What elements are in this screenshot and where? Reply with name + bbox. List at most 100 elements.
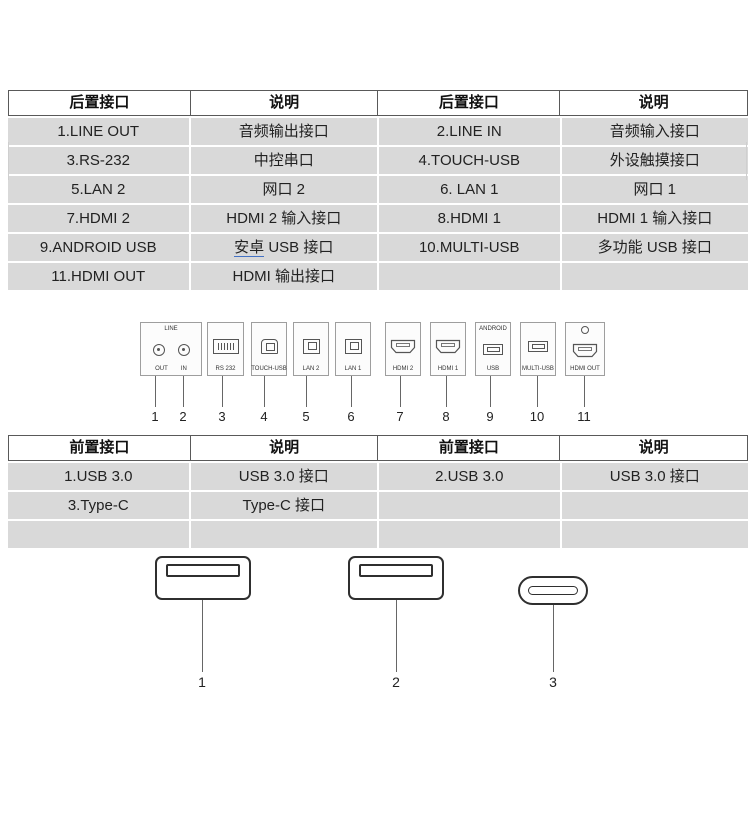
callout-number: 10 [529,409,545,424]
page-edge-line-right [746,142,747,180]
table-cell: 中控串口 [190,147,377,174]
table-cell: 10.MULTI-USB [379,234,560,261]
callout-stem [400,376,401,407]
jack-out-label: OUT [155,366,168,372]
callout-stem [155,376,156,407]
front-table-body: 1.USB 3.0 USB 3.0 接口 2.USB 3.0 USB 3.0 接… [8,463,748,548]
hdmi-icon [435,339,461,353]
callout-number: 7 [396,409,404,424]
port-android-usb: ANDROID USB [475,322,511,376]
table-cell: 3.RS-232 [8,147,189,174]
header-cell: 前置接口 [9,436,190,460]
hdmi-icon [572,343,598,358]
table-cell: 1.LINE OUT [8,118,189,145]
port-hdmi1: HDMI 1 [430,322,466,376]
table-cell [561,263,748,290]
front-ports-table: 前置接口 说明 前置接口 说明 1.USB 3.0 USB 3.0 接口 2.U… [8,435,748,548]
callout-number: 3 [549,674,557,690]
table-cell: 音频输入接口 [561,118,748,145]
android-label: ANDROID [479,326,507,332]
callout-stem [553,605,554,672]
rj45-icon [344,338,362,354]
usb-a-connector-icon [348,556,444,600]
usb-c-connector-icon [518,576,588,605]
callout-stem [351,376,352,407]
front-table-header: 前置接口 说明 前置接口 说明 [8,435,748,461]
callout-stem [446,376,447,407]
table-cell: 多功能 USB 接口 [561,234,748,261]
callout-number: 11 [577,409,591,424]
table-cell: 6. LAN 1 [379,176,560,203]
port-rs232: RS 232 [207,322,244,376]
port-hdmi2: HDMI 2 [385,322,421,376]
table-cell: 2.LINE IN [379,118,560,145]
callout-number: 5 [302,409,310,424]
screw-hole-icon [581,326,589,334]
callout-stem [183,376,184,407]
port-label: MULTI-USB [522,366,554,372]
table-cell [379,521,560,548]
table-cell: HDMI 输出接口 [190,263,377,290]
table-cell [379,263,560,290]
usb-a-icon [483,344,503,355]
table-cell: 网口 2 [190,176,377,203]
manual-page: { "rear_table": { "headers": ["后置接口", "说… [0,90,750,840]
port-label: USB [486,366,500,372]
android-link[interactable]: 安卓 [234,239,265,257]
callout-stem [396,600,397,672]
callout-number: 6 [347,409,355,424]
callout-stem [306,376,307,407]
usb-a-tongue [166,564,240,577]
rear-table-header: 后置接口 说明 后置接口 说明 [8,90,748,116]
table-cell: USB 3.0 接口 [190,463,377,490]
rear-ports-diagram: LINE OUT IN RS 232 TOUCH-USB LAN 2 LAN 1… [0,290,750,435]
table-cell: HDMI 1 输入接口 [561,205,748,232]
audio-jack-in-icon [177,343,190,356]
port-label: LAN 1 [344,366,362,372]
table-cell: 音频输出接口 [190,118,377,145]
table-cell [379,492,560,519]
header-cell: 前置接口 [378,436,560,460]
port-multi-usb: MULTI-USB [520,322,556,376]
port-lan1: LAN 1 [335,322,371,376]
port-hdmi-out: HDMI OUT [565,322,605,376]
usb-a-tongue [359,564,433,577]
usb-c-tongue [528,586,578,595]
table-cell: 网口 1 [561,176,748,203]
port-line-in-out: LINE OUT IN [140,322,202,376]
rear-table-body: 1.LINE OUT 音频输出接口 2.LINE IN 音频输入接口 3.RS-… [8,118,748,290]
rj45-icon [302,338,320,354]
audio-jack-out-icon [152,343,165,356]
table-cell: HDMI 2 输入接口 [190,205,377,232]
table-cell [561,492,748,519]
table-cell: 5.LAN 2 [8,176,189,203]
callout-number: 1 [198,674,206,690]
rs232-icon [212,338,239,354]
usb-a-icon [528,340,548,352]
line-jacks [142,333,200,366]
callout-stem [264,376,265,407]
table-cell [190,521,377,548]
port-label: LAN 2 [302,366,320,372]
table-cell [8,521,189,548]
table-cell: 7.HDMI 2 [8,205,189,232]
port-label: RS 232 [215,366,236,372]
table-cell: Type-C 接口 [190,492,377,519]
callout-stem [584,376,585,407]
port-label: HDMI 2 [392,366,414,372]
callout-stem [537,376,538,407]
callout-stem [490,376,491,407]
port-touch-usb: TOUCH-USB [251,322,287,376]
table-cell: 1.USB 3.0 [8,463,189,490]
port-label: HDMI OUT [570,366,600,372]
header-cell: 说明 [190,91,378,115]
callout-number: 9 [486,409,494,424]
callout-number: 2 [179,409,187,424]
table-cell [561,521,748,548]
callout-number: 2 [392,674,400,690]
callout-number: 8 [442,409,450,424]
callout-stem [222,376,223,407]
front-ports-diagram: 1 2 3 [0,548,750,748]
android-link-rest: USB 接口 [264,239,334,256]
table-cell: 2.USB 3.0 [379,463,560,490]
